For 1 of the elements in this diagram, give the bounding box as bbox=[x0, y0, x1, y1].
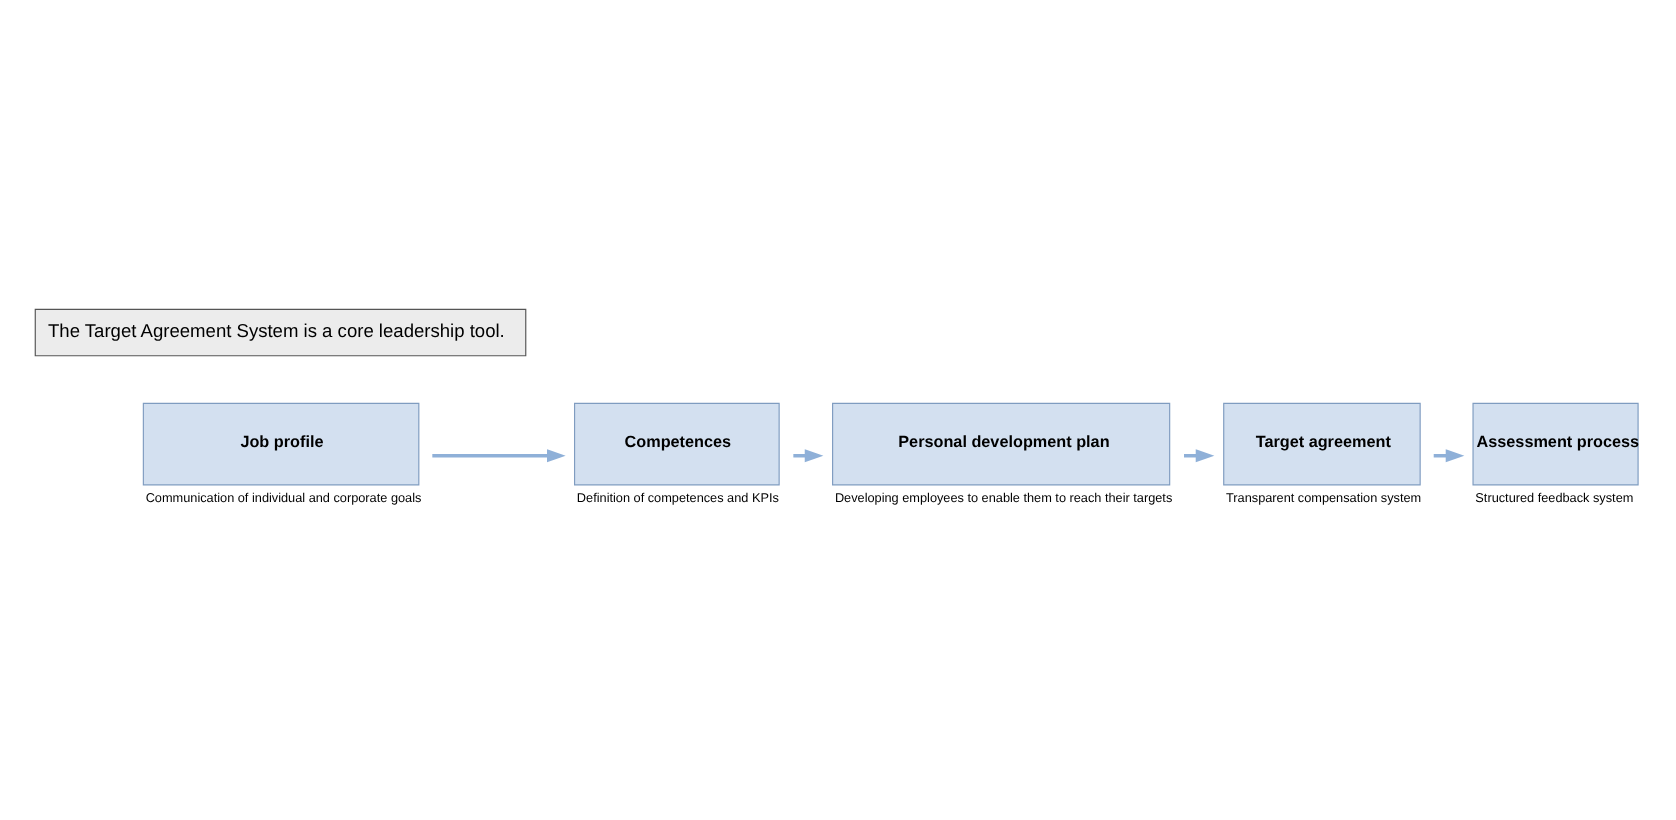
arrow bbox=[431, 448, 565, 462]
